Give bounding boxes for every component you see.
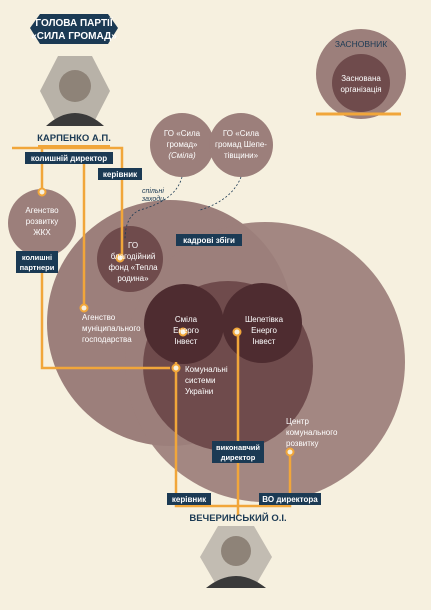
circle-shepetivka-energo — [222, 283, 302, 363]
komunalni-line1: Комунальні — [185, 365, 228, 374]
fund-line4: родина» — [117, 274, 149, 283]
tag-former-director: колишній директор — [25, 152, 113, 164]
tag-exec-director: виконавчий директор — [212, 441, 264, 463]
agency-zhkh-line3: ЖКХ — [33, 228, 51, 237]
joint-event-lines — [124, 176, 242, 241]
fund-line1: ГО — [128, 241, 138, 250]
vecherynskyi-face — [221, 536, 251, 566]
legend-founded-org-line2: організація — [340, 85, 381, 94]
karpenko-face — [59, 70, 91, 102]
svg-text:кадрові збіги: кадрові збіги — [183, 236, 235, 245]
shep-energo-line1: Шепетівка — [245, 315, 284, 324]
svg-text:колишні: колишні — [22, 253, 52, 262]
shep-energo-line3: Інвест — [253, 337, 276, 346]
legend-founded-org-circle — [332, 54, 390, 112]
tag-former-partners: колишні партнери — [16, 251, 58, 273]
smila-energo-line2: Енерго — [173, 326, 199, 335]
karpenko-name: КАРПЕНКО А.П. — [37, 133, 111, 144]
header-line2: «СИЛА ГРОМАД» — [31, 31, 117, 42]
circle-smila-energo — [144, 284, 224, 364]
svg-text:партнери: партнери — [20, 263, 55, 272]
go-shep-line3: тівщини» — [224, 151, 259, 160]
circle-fund-tepla-rodyna — [97, 226, 163, 292]
go-shep-line2: громад Шепе- — [215, 140, 267, 149]
tag-head-vecherynskyi: керівник — [167, 493, 211, 505]
tag-vo-director: ВО директора — [259, 493, 321, 505]
vecherynskyi-shirt — [206, 576, 266, 588]
circle-go-smila — [150, 113, 214, 177]
shep-energo-line2: Енерго — [251, 326, 277, 335]
circle-agency-zhkh — [8, 189, 76, 257]
header-hexagon — [30, 14, 118, 44]
svg-text:виконавчий: виконавчий — [216, 443, 260, 452]
legend-founder-label: ЗАСНОВНИК — [335, 39, 387, 49]
svg-text:керівник: керівник — [172, 495, 207, 504]
komunalni-line3: України — [185, 387, 213, 396]
tag-head-karpenko: керівник — [98, 168, 142, 180]
go-smila-line1: ГО «Сила — [164, 129, 201, 138]
center-line2: комунального — [286, 428, 338, 437]
smila-energo-line1: Сміла — [175, 315, 198, 324]
center-line1: Центр — [286, 417, 309, 426]
agency-zhkh-line2: розвитку — [26, 217, 58, 226]
header-line1: ГОЛОВА ПАРТІЇ — [35, 16, 112, 29]
go-shep-line1: ГО «Сила — [223, 129, 260, 138]
go-smila-line3: (Сміла) — [168, 151, 196, 160]
svg-text:керівник: керівник — [103, 170, 138, 179]
komunalni-line2: системи — [185, 376, 215, 385]
fund-line3: фонд «Тепла — [108, 263, 158, 272]
agency-mun-line2: муніципального — [82, 324, 141, 333]
svg-text:директор: директор — [221, 453, 256, 462]
smila-energo-line3: Інвест — [175, 337, 198, 346]
circle-go-shepetivka — [209, 113, 273, 177]
go-smila-line2: громад» — [167, 140, 198, 149]
svg-text:колишній директор: колишній директор — [31, 154, 107, 163]
connection-lines — [12, 146, 292, 516]
agency-mun-line1: Агенство — [82, 313, 116, 322]
karpenko-suit — [46, 113, 104, 126]
fund-line2: благодійний — [111, 252, 156, 261]
joint-events-line1: спільні — [142, 187, 164, 195]
agency-zhkh-line1: Агенство — [25, 206, 59, 215]
legend-founded-org-line1: Заснована — [341, 74, 381, 83]
svg-text:ВО директора: ВО директора — [262, 495, 318, 504]
tag-personnel-overlap: кадрові збіги — [176, 234, 242, 246]
joint-events-line2: заходи — [141, 195, 164, 203]
connection-dots — [37, 187, 295, 457]
vecherynskyi-name: ВЕЧЕРИНСЬКИЙ О.І. — [189, 512, 286, 524]
center-line3: розвитку — [286, 439, 318, 448]
agency-mun-line3: господарства — [82, 335, 132, 344]
